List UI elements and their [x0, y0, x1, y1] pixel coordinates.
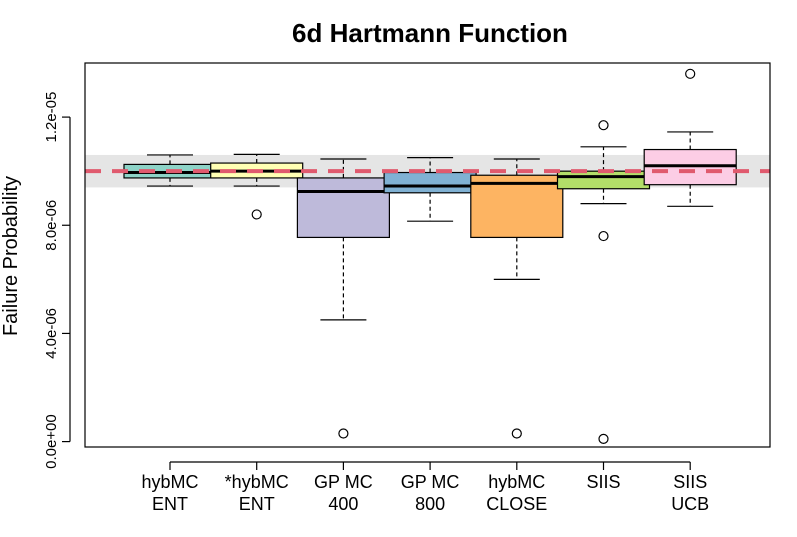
outlier-point [511, 428, 522, 439]
x-tick-label: GP MC [401, 472, 460, 492]
outlier-point [338, 428, 349, 439]
x-tick-label: hybMC [141, 472, 198, 492]
plot-frame [84, 62, 771, 448]
outlier-point [685, 68, 696, 79]
outlier-point [598, 120, 609, 131]
box-iqr [470, 174, 564, 239]
chart-title: 6d Hartmann Function [292, 18, 568, 48]
box-iqr [383, 171, 477, 194]
x-tick-label: GP MC [314, 472, 373, 492]
y-tick-label: 1.2e-05 [43, 92, 60, 143]
x-tick-label: ENT [239, 494, 275, 514]
y-tick-label: 0.0e+00 [43, 414, 60, 469]
x-tick-label: 400 [328, 494, 358, 514]
x-tick-label: SIIS [673, 472, 707, 492]
box-iqr [556, 170, 651, 190]
x-tick-label: *hybMC [225, 472, 289, 492]
outlier-point [598, 433, 609, 444]
x-tick-label: ENT [152, 494, 188, 514]
x-tick-label: CLOSE [486, 494, 547, 514]
y-tick-label: 8.0e-06 [43, 200, 60, 251]
y-axis-label: Failure Probability [0, 176, 22, 336]
x-tick-label: 800 [415, 494, 445, 514]
x-tick-label: UCB [671, 494, 709, 514]
outlier-point [251, 209, 262, 220]
x-tick-label: SIIS [586, 472, 620, 492]
x-tick-label: hybMC [488, 472, 545, 492]
box-iqr [296, 177, 390, 239]
outlier-point [598, 230, 609, 242]
plot-area: 0.0e+004.0e-068.0e-061.2e-05hybMCENT*hyb… [43, 62, 771, 514]
y-tick-label: 4.0e-06 [43, 308, 60, 359]
